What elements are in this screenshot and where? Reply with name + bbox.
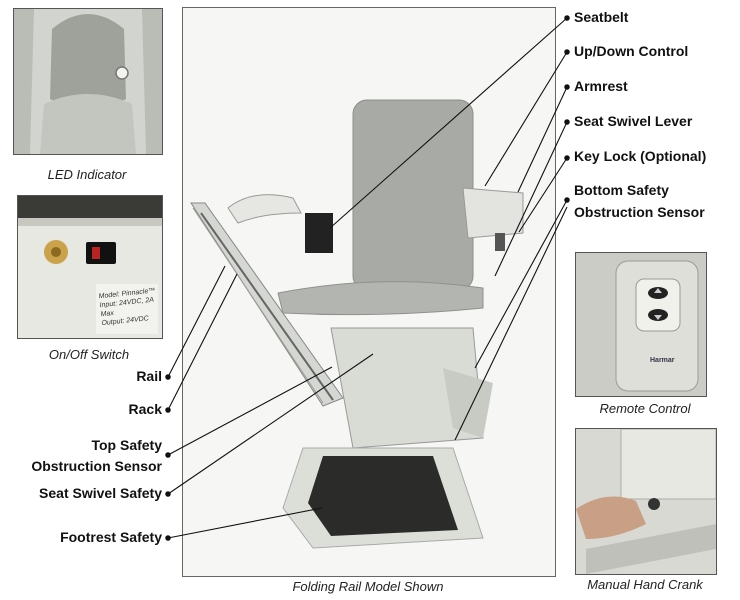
on-off-switch-illustration: [18, 196, 162, 338]
stairlift-illustration: [183, 8, 555, 576]
label-top-safety-sensor: Obstruction Sensor: [31, 458, 162, 474]
label-seatbelt: Seatbelt: [574, 9, 629, 25]
label-up-down-control: Up/Down Control: [574, 43, 689, 59]
label-bottom-safety-sensor: Obstruction Sensor: [574, 204, 705, 220]
remote-control-photo: Harmar: [575, 252, 707, 397]
led-indicator-photo: [13, 8, 163, 155]
remote-control-illustration: [576, 253, 706, 396]
hand-crank-photo: [575, 428, 717, 575]
label-rail: Rail: [136, 368, 162, 384]
label-top-safety: Top Safety: [91, 437, 162, 453]
remote-brand: Harmar: [650, 357, 675, 364]
label-rack: Rack: [128, 401, 162, 417]
label-seat-swivel-lever: Seat Swivel Lever: [574, 113, 693, 129]
label-seat-swivel-safety: Seat Swivel Safety: [39, 485, 162, 501]
led-indicator-caption: LED Indicator: [47, 167, 127, 182]
on-off-switch-caption: On/Off Switch: [48, 347, 130, 362]
remote-control-caption: Remote Control: [599, 401, 691, 416]
label-footrest-safety: Footrest Safety: [60, 529, 162, 545]
stairlift-main-photo: [182, 7, 556, 577]
led-indicator-illustration: [14, 9, 162, 154]
label-armrest: Armrest: [574, 78, 628, 94]
hand-crank-caption: Manual Hand Crank: [587, 577, 703, 592]
on-off-switch-photo: Model: Pinnacle™ Input: 24VDC, 2A Max Ou…: [17, 195, 163, 339]
label-key-lock: Key Lock (Optional): [574, 148, 707, 164]
hand-crank-illustration: [576, 429, 716, 574]
main-photo-caption: Folding Rail Model Shown: [292, 579, 444, 594]
label-bottom-safety: Bottom Safety: [574, 182, 669, 198]
